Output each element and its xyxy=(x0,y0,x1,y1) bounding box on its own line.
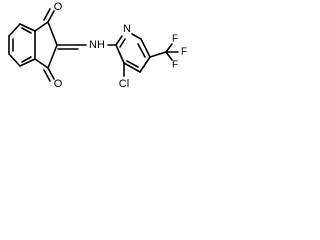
pyridine-fragment: N Cl F F F xyxy=(115,23,187,90)
bond-pyr-c6-c5 xyxy=(140,38,151,58)
atom-fluorine-1: F xyxy=(172,34,178,45)
bond-cf3-f1 xyxy=(165,43,173,53)
bond-benz-4 xyxy=(19,58,36,67)
bond-pyr-c2-n-double xyxy=(119,38,126,48)
atom-fluorine-3: F xyxy=(172,60,178,71)
bond-pyr-c4-c3 xyxy=(123,62,141,73)
bond-cf3-f3 xyxy=(165,51,173,61)
indandione-fragment: O O xyxy=(8,1,63,90)
bond-c1-o-double xyxy=(43,8,51,21)
bond-pyr-c6-c5-double xyxy=(137,43,146,58)
bond-c3-o-double xyxy=(43,69,51,82)
bond-c3-benz xyxy=(34,58,49,69)
atom-chlorine: Cl xyxy=(119,78,129,90)
bond-benz-inner-2 xyxy=(21,27,32,34)
bond-benz-inner-3 xyxy=(21,56,32,63)
atom-oxygen-top: O xyxy=(54,1,63,13)
atom-oxygen-bottom: O xyxy=(54,78,63,90)
methylidene-linker: NH xyxy=(56,39,117,51)
bond-benz-1 xyxy=(8,23,21,37)
bond-pyr-c4-c3-double xyxy=(126,60,139,68)
bond-pyr-c5-c4 xyxy=(139,56,151,73)
bond-c1-benz xyxy=(34,21,49,32)
bond-c1-c2 xyxy=(47,21,58,46)
atom-fluorine-2: F xyxy=(181,47,187,58)
background xyxy=(0,0,196,100)
chemical-structure-diagram: O O NH N Cl F F F xyxy=(0,0,196,100)
bond-c1-o xyxy=(47,10,55,23)
bond-pyr-c2-n xyxy=(115,35,123,46)
atom-nh: NH xyxy=(89,39,105,51)
atom-pyridine-nitrogen: N xyxy=(123,23,131,35)
bond-c3-c2 xyxy=(47,44,58,69)
bond-benz-6 xyxy=(19,23,36,32)
bond-pyr-c3-c2 xyxy=(115,44,125,64)
bond-pyr-n-c6 xyxy=(131,33,142,40)
bond-benz-3 xyxy=(8,53,21,67)
bond-c5-cf3 xyxy=(149,51,167,58)
bond-c3-o xyxy=(47,67,55,80)
